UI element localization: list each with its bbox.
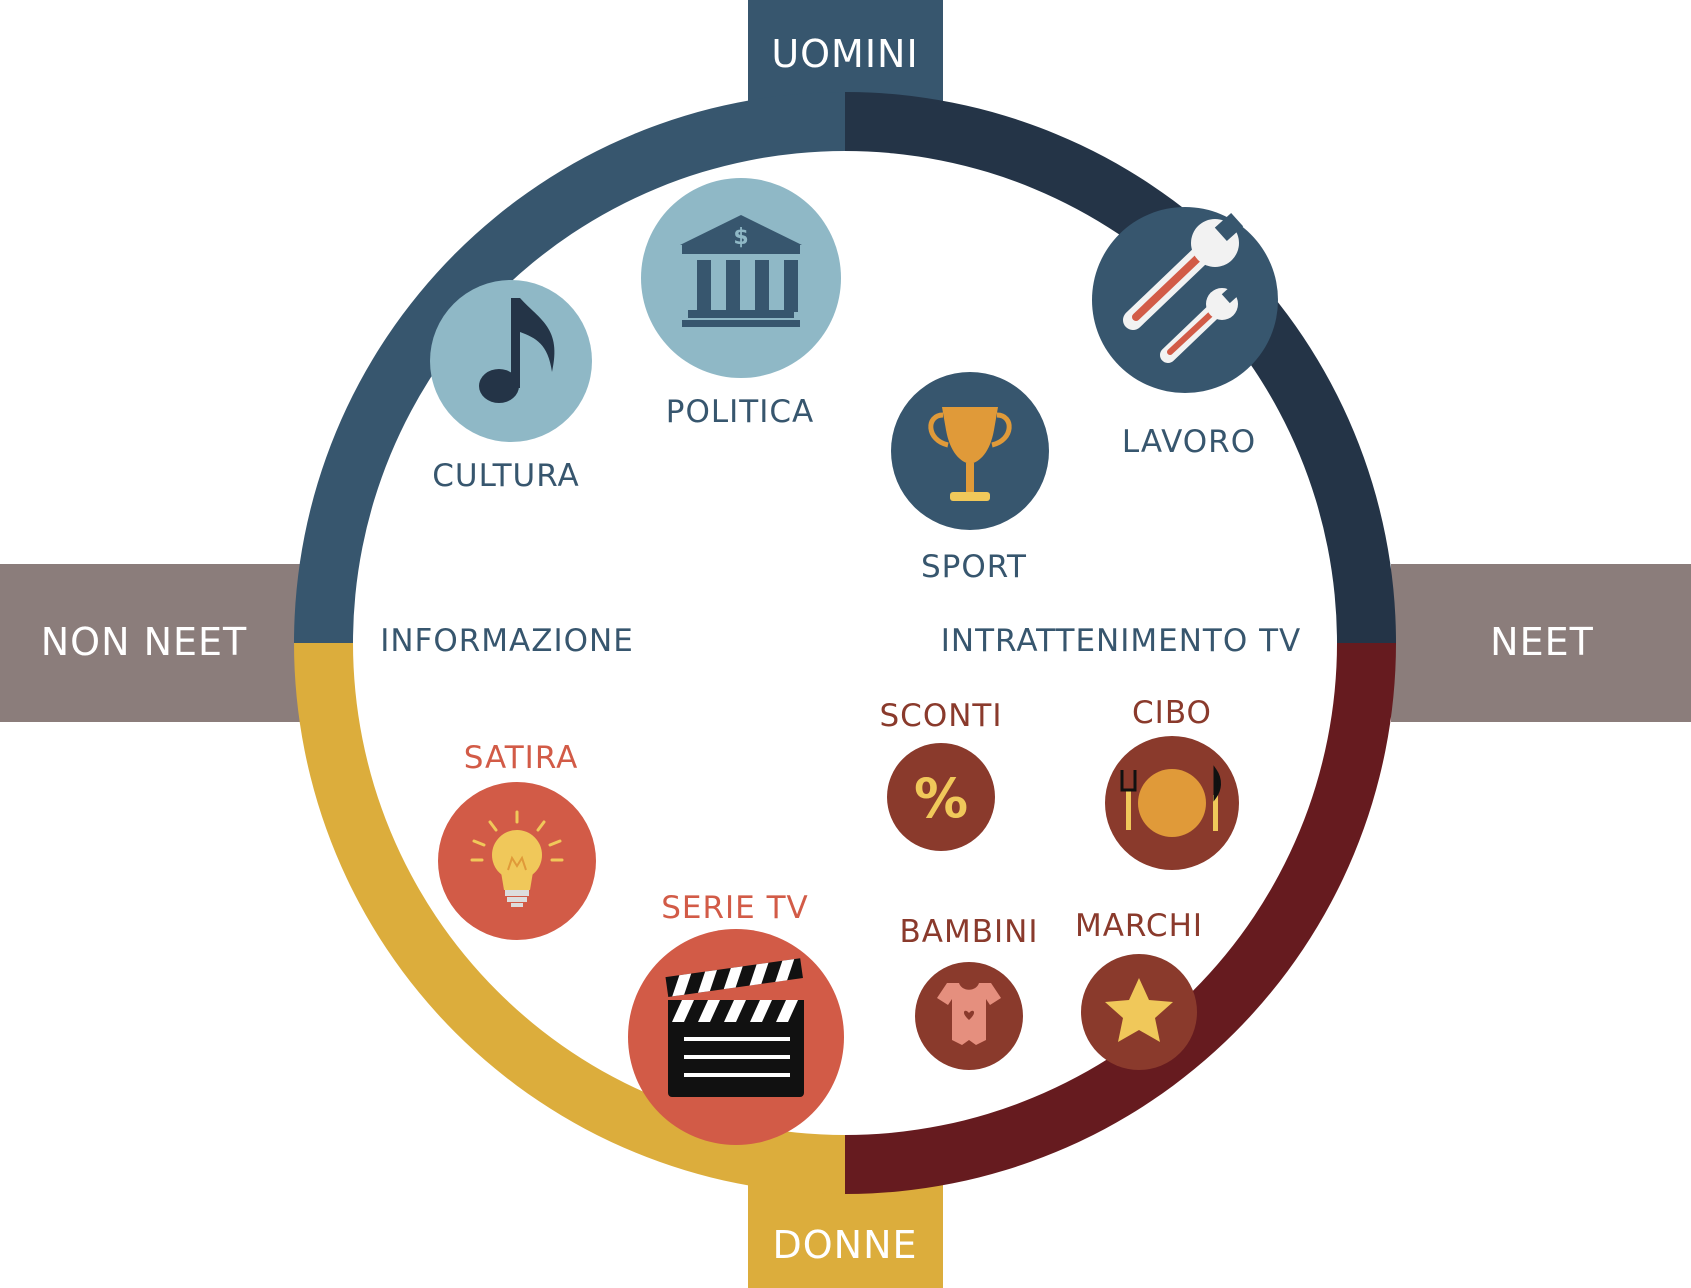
svg-text:$: $ [733,225,748,250]
ring-quadrant-top-left [294,92,845,643]
topic-marchi: MARCHI [1075,908,1203,1070]
star-icon [1105,978,1173,1042]
topic-lavoro: LAVORO [1092,207,1278,460]
percent-icon: % [914,767,968,830]
left-axis-label: NON NEET [41,620,248,664]
right-axis-label: NEET [1490,620,1594,664]
category-label-intrattenimento: INTRATTENIMENTO TV [941,623,1301,659]
left-axis-bar [0,564,300,722]
music-note-icon [479,298,555,403]
bank-icon: $ [680,215,802,327]
marchi-label: MARCHI [1075,908,1203,944]
top-axis-label: UOMINI [771,32,918,76]
right-axis-bar [1391,564,1691,722]
baby-bodysuit-icon [937,983,1001,1045]
wrench-icon [1123,212,1244,363]
politica-badge [641,178,841,378]
ring-quadrant-bottom-left [294,643,845,1194]
top-axis-bar [748,0,943,104]
politica-label: POLITICA [666,394,814,430]
lavoro-label: LAVORO [1122,424,1256,460]
ring-quadrant-bottom-right [845,643,1396,1194]
topic-sport: SPORT [891,372,1049,585]
bottom-axis-label: DONNE [772,1223,917,1267]
light-bulb-icon [470,810,564,907]
topic-serie-tv: SERIE TV [628,890,844,1145]
ring-quadrant-top-right [845,92,1396,643]
cibo-label: CIBO [1132,695,1212,731]
cultura-label: CULTURA [432,458,579,494]
satira-label: SATIRA [464,740,579,776]
serie-tv-label: SERIE TV [661,890,809,926]
bottom-axis-bar [748,1184,943,1288]
plate-cutlery-icon [1120,765,1221,837]
topic-satira: SATIRA [438,740,596,940]
topic-cibo: CIBO [1105,695,1239,870]
bambini-label: BAMBINI [900,914,1039,950]
topic-politica: $ POLITICA [641,178,841,430]
category-label-informazione: INFORMAZIONE [380,623,634,659]
topic-bambini: BAMBINI [900,914,1039,1070]
lavoro-badge [1092,207,1278,393]
sconti-badge [887,743,995,851]
topic-cultura: CULTURA [430,280,592,494]
sport-label: SPORT [921,549,1027,585]
sconti-label: SCONTI [880,698,1003,734]
topic-sconti: SCONTI % [880,698,1003,851]
clapperboard-icon [665,958,804,1097]
trophy-icon [928,407,1012,501]
